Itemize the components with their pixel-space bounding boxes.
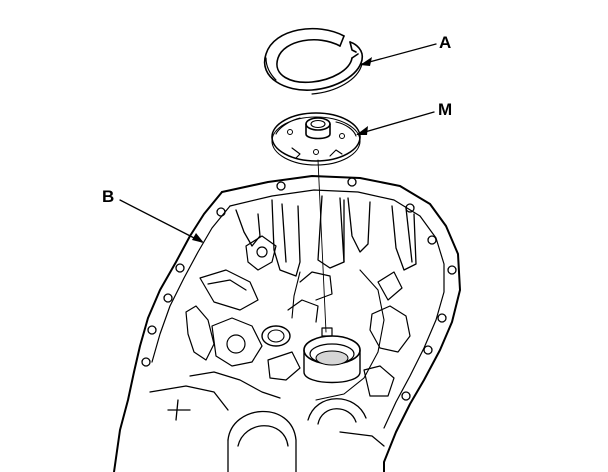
lower-openings (149, 385, 385, 472)
assembly-guide-line (317, 159, 327, 333)
transmission-housing (113, 175, 461, 472)
leader-lines (119, 43, 437, 243)
internal-webbing (185, 235, 411, 399)
callout-label-b: B (102, 187, 115, 206)
leader-m (357, 111, 435, 135)
bearing-bore (303, 327, 361, 384)
callout-label-a: A (439, 33, 452, 52)
arrowhead-a (360, 57, 372, 66)
snap-ring (263, 27, 364, 95)
leader-a (361, 43, 437, 65)
leader-arrowheads (192, 57, 372, 243)
magnet-holder-plate (271, 112, 361, 166)
leader-b (119, 199, 203, 243)
arrowhead-b (192, 233, 204, 243)
arrowhead-m (356, 126, 368, 135)
flange-bolt-holes (141, 177, 457, 401)
housing-ribs (235, 195, 417, 277)
callout-label-m: M (438, 100, 453, 119)
